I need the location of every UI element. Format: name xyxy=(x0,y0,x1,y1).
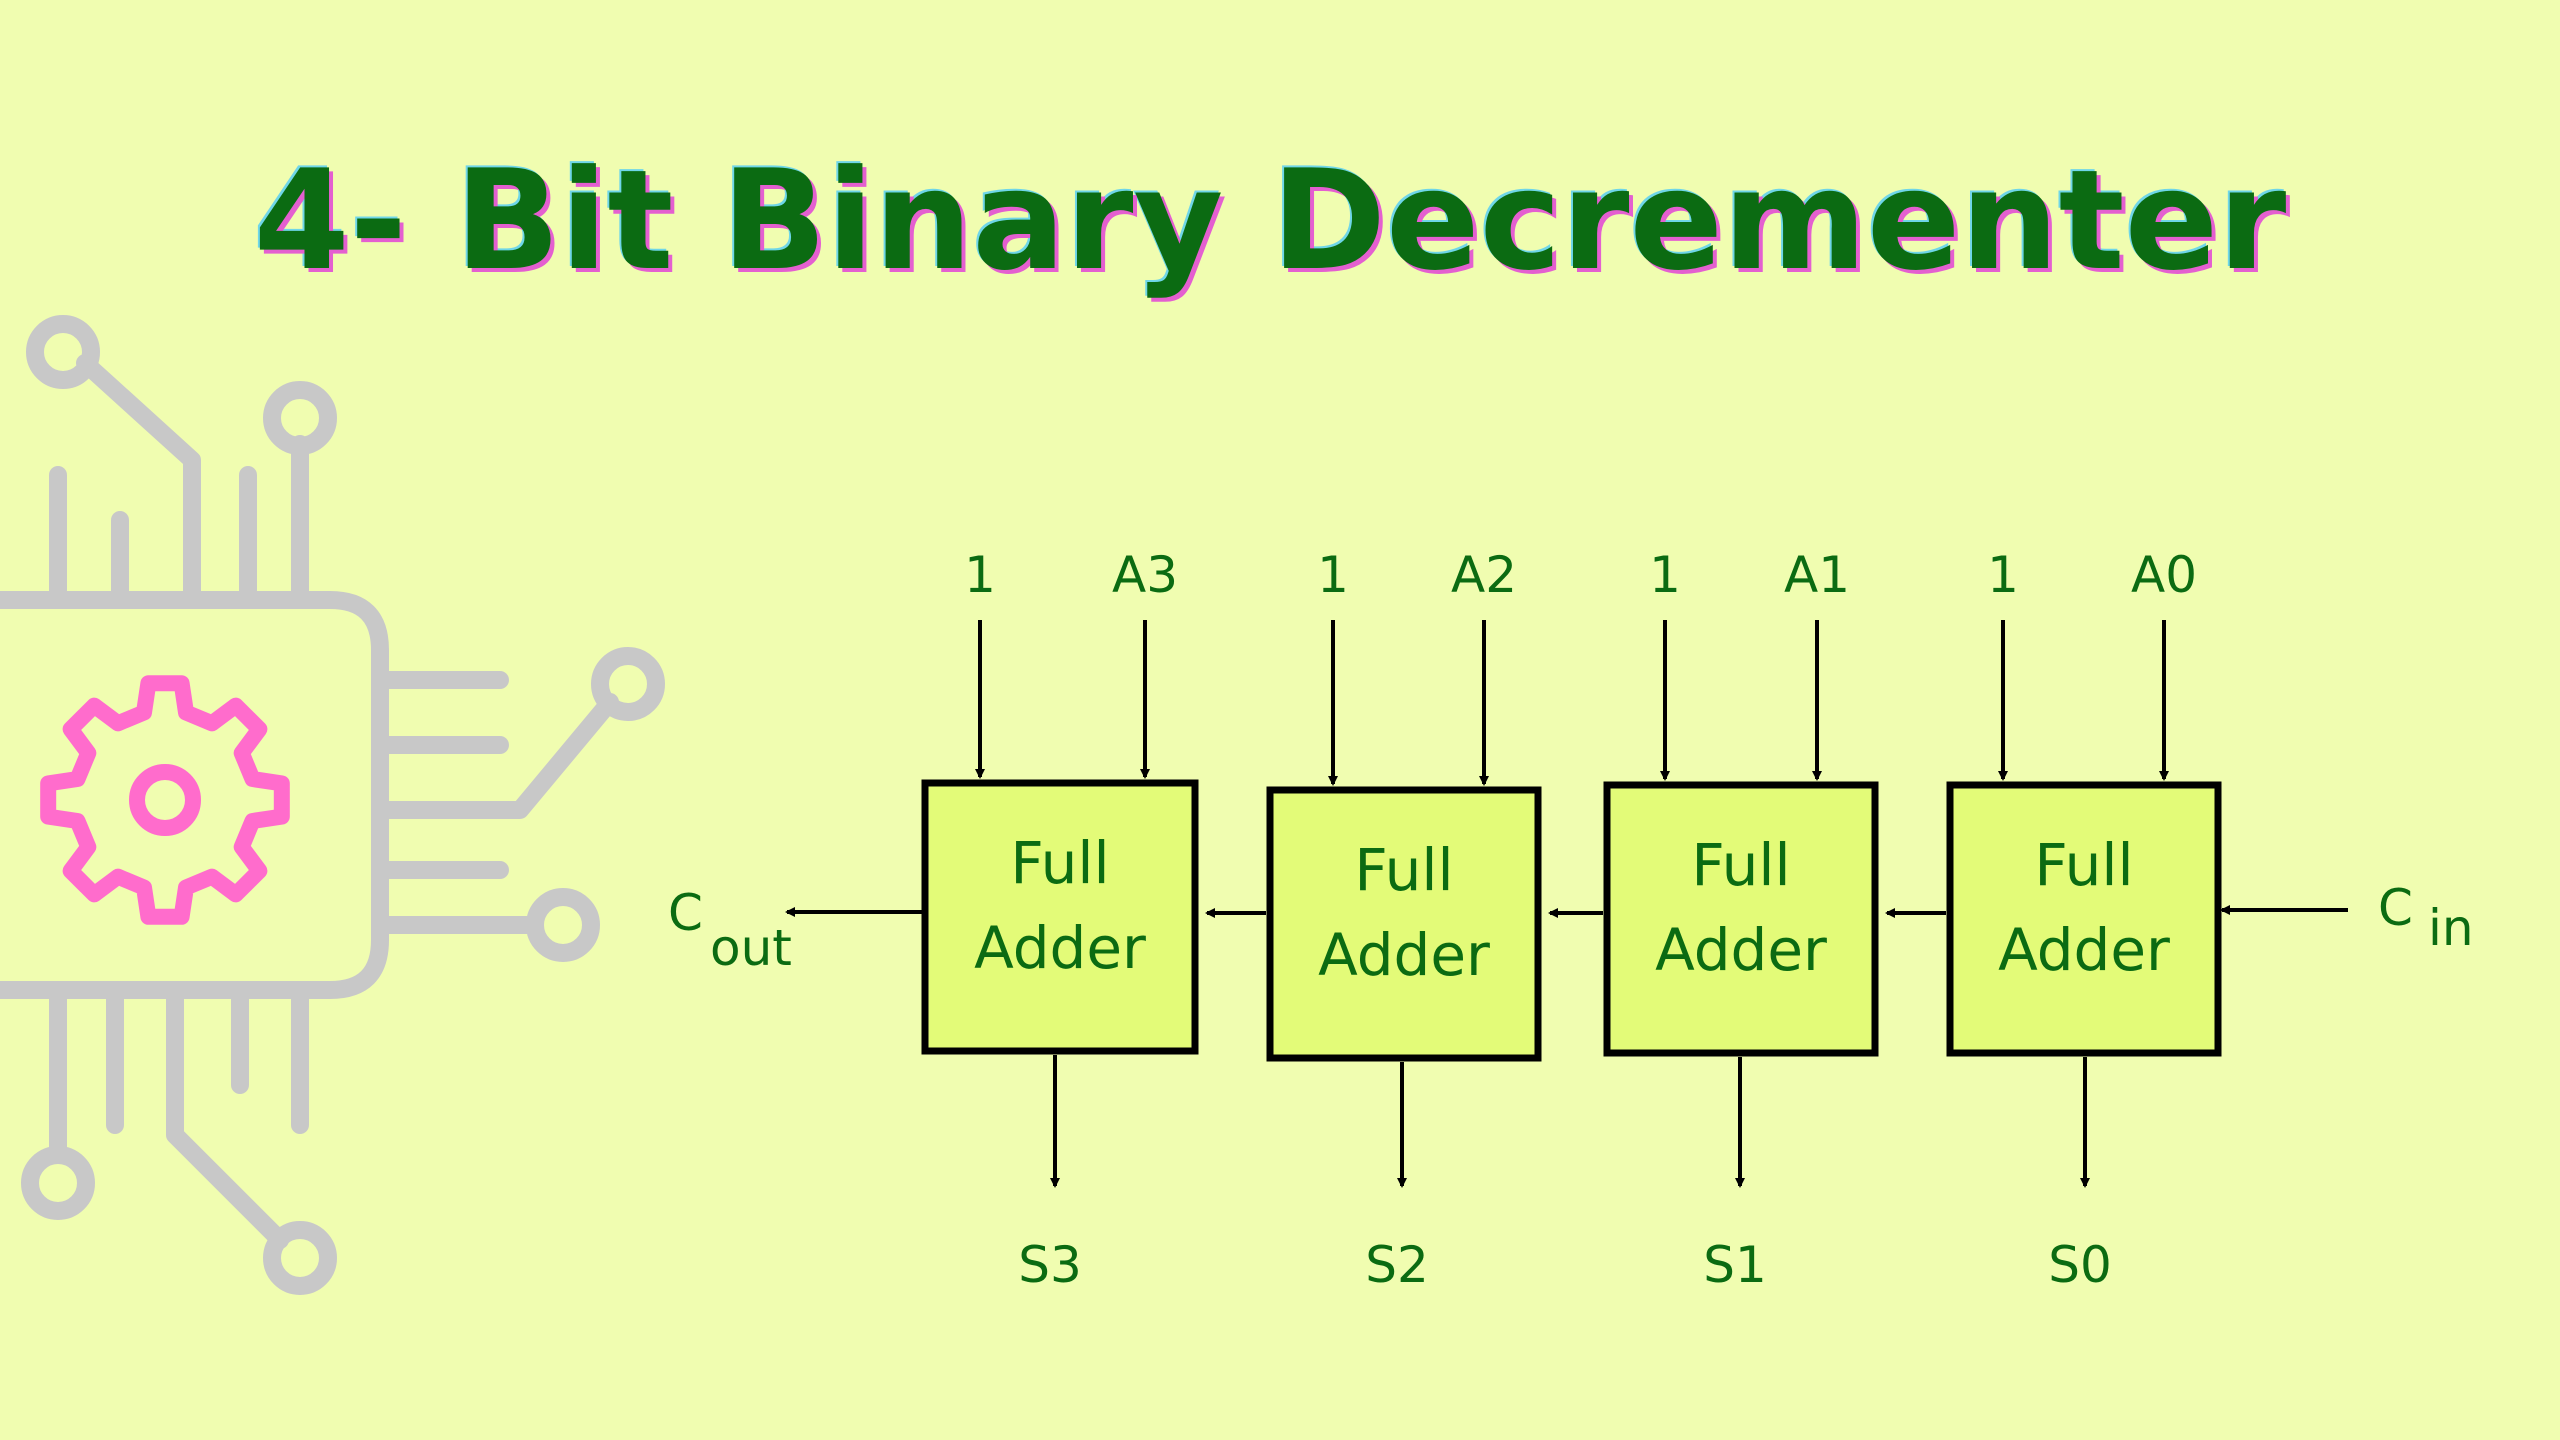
input-label-a: A1 xyxy=(1784,546,1850,604)
carry-out-subscript: out xyxy=(710,919,792,977)
full-adder-label-line1: Full xyxy=(1354,836,1453,904)
carry-out: C out xyxy=(668,884,922,977)
full-adder-label-line2: Adder xyxy=(1318,921,1490,989)
gear-icon xyxy=(40,675,290,925)
full-adder-box xyxy=(1946,781,2222,1057)
output-label: S0 xyxy=(2048,1236,2112,1294)
full-adder-label-line1: Full xyxy=(2034,831,2133,899)
title-text: 4- Bit Binary Decrementer xyxy=(253,140,2287,301)
output-label: S3 xyxy=(1018,1236,1082,1294)
output-label: S2 xyxy=(1365,1236,1429,1294)
full-adder-box xyxy=(921,779,1199,1055)
carry-out-label: C xyxy=(668,884,703,942)
full-adder-label-line2: Adder xyxy=(974,914,1146,982)
full-adder-label-line2: Adder xyxy=(1655,916,1827,984)
input-label-a: A3 xyxy=(1112,546,1178,604)
full-adder-label-line1: Full xyxy=(1010,829,1109,897)
output-label: S1 xyxy=(1703,1236,1767,1294)
input-label-a: A0 xyxy=(2131,546,2197,604)
carry-in-label: C xyxy=(2378,879,2413,937)
chip-with-gear-icon xyxy=(0,315,665,1295)
input-label-one: 1 xyxy=(964,546,996,604)
input-label-a: A2 xyxy=(1451,546,1517,604)
input-label-one: 1 xyxy=(1317,546,1349,604)
carry-in-subscript: in xyxy=(2428,899,2474,957)
input-label-one: 1 xyxy=(1649,546,1681,604)
input-label-one: 1 xyxy=(1987,546,2019,604)
page-title: 4- Bit Binary Decrementer xyxy=(0,140,2560,301)
full-adder-label-line1: Full xyxy=(1691,831,1790,899)
full-adder-box xyxy=(1266,786,1542,1062)
carry-in: C in xyxy=(2220,879,2474,957)
full-adder-box xyxy=(1603,781,1879,1057)
full-adder-label-line2: Adder xyxy=(1998,916,2170,984)
